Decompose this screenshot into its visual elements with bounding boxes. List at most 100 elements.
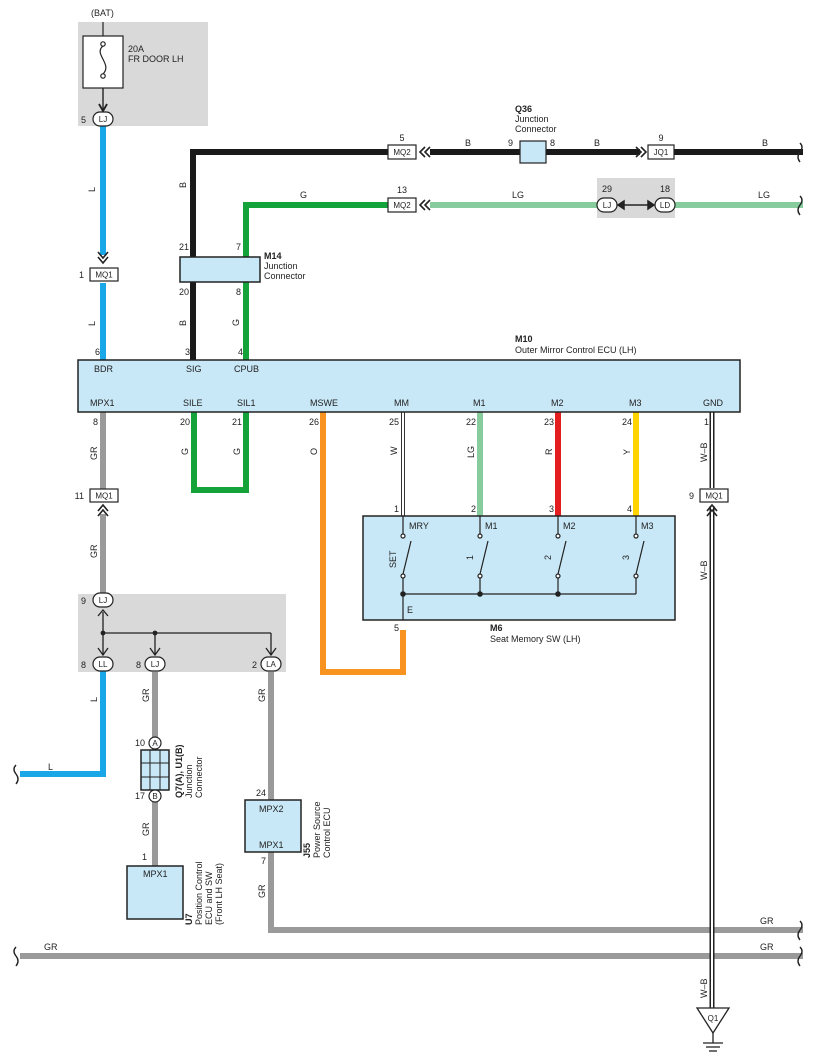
svg-text:W: W [389,446,399,455]
svg-text:Control ECU: Control ECU [322,807,332,858]
fuse-name: FR DOOR LH [128,54,184,64]
svg-text:9: 9 [689,491,694,501]
svg-text:18: 18 [660,184,670,194]
svg-text:8: 8 [93,417,98,427]
svg-text:G: G [300,190,307,200]
svg-text:8: 8 [550,138,555,148]
m10-bottom-pin-m2: M2 23 [544,398,564,427]
svg-text:Connector: Connector [194,756,204,798]
svg-text:B: B [465,138,471,148]
svg-text:B: B [762,138,768,148]
svg-text:J55: J55 [302,843,312,858]
m6-pin-m1: 2 M1 [471,504,498,531]
svg-text:BDR: BDR [94,364,114,374]
connector-lj-bottom [144,656,166,672]
svg-text:B: B [152,792,157,801]
svg-text:1: 1 [704,417,709,427]
svg-text:M2: M2 [551,398,564,408]
svg-text:B: B [178,320,188,326]
svg-text:SIG: SIG [186,364,202,374]
svg-text:MRY: MRY [409,521,429,531]
m6-switches [400,516,645,620]
svg-text:E: E [407,605,413,615]
wire-b [190,149,803,360]
svg-text:GR: GR [760,942,774,952]
svg-text:1: 1 [394,504,399,514]
fuse-rating: 20A [128,44,144,54]
connector-mq2-g [387,197,417,213]
svg-text:MQ1: MQ1 [95,271,113,280]
svg-text:LJ: LJ [151,660,159,669]
svg-text:26: 26 [309,417,319,427]
j55-power-source-control-ecu [244,799,302,853]
m10-outer-mirror-control-ecu [77,359,741,413]
svg-text:M10: M10 [515,334,533,344]
svg-text:LJ: LJ [603,201,611,210]
q7-tag-b [148,789,162,803]
connector-jq1 [647,144,675,160]
m10-bottom-pin-sil1: SIL1 21 [232,398,256,427]
svg-text:Power Source: Power Source [312,801,322,858]
svg-text:Q36: Q36 [515,104,532,114]
svg-text:4: 4 [238,347,243,357]
svg-text:6: 6 [95,347,100,357]
svg-text:MPX2: MPX2 [259,804,284,814]
svg-text:JQ1: JQ1 [654,148,669,157]
svg-text:G: G [231,319,241,326]
connector-lj-top [92,111,114,127]
svg-text:L: L [87,321,97,326]
svg-text:24: 24 [622,417,632,427]
m10-top-pin-bdr: 6 BDR [94,347,114,374]
m10-bottom-pin-mm: MM 25 [389,398,409,427]
m10-bottom-pin-mswe: MSWE 26 [309,398,338,427]
m10-bottom-pin-gnd: GND 1 [703,398,724,427]
svg-text:1: 1 [79,270,84,280]
svg-text:5: 5 [399,133,404,143]
svg-text:M6: M6 [490,623,503,633]
connector-mq2-b [387,144,417,160]
svg-text:MM: MM [394,398,409,408]
svg-text:1: 1 [142,852,147,862]
svg-text:L: L [89,697,99,702]
junction-branches [97,608,277,657]
m10-bottom-pin-m1: M1 22 [466,398,486,427]
svg-text:22: 22 [466,417,476,427]
svg-text:21: 21 [179,242,189,252]
continuation-marks [13,142,803,967]
svg-text:(Front LH Seat): (Front LH Seat) [214,863,224,925]
svg-text:4: 4 [627,504,632,514]
svg-text:Connector: Connector [264,271,306,281]
connector-mq1-right [699,488,729,503]
svg-text:MQ1: MQ1 [705,492,723,501]
svg-text:Outer Mirror Control ECU (LH): Outer Mirror Control ECU (LH) [515,345,637,355]
svg-text:Junction: Junction [515,114,549,124]
svg-text:24: 24 [256,788,266,798]
svg-text:GND: GND [703,398,724,408]
svg-text:GR: GR [141,822,151,836]
svg-text:5: 5 [81,115,86,125]
svg-text:10: 10 [135,738,145,748]
svg-text:SET: SET [388,550,398,568]
svg-text:7: 7 [261,856,266,866]
svg-text:2: 2 [252,660,257,670]
svg-text:W–B: W–B [699,560,709,580]
svg-text:MPX1: MPX1 [143,869,168,879]
fuse-icon [99,41,107,79]
svg-text:R: R [544,448,554,455]
double-arrow-jq1 [635,146,648,158]
m10-top-pin-sig: 3 SIG [185,347,202,374]
svg-text:SILE: SILE [183,398,203,408]
connector-lj-junction [92,592,114,608]
double-arrow-mq2-b [418,146,431,158]
svg-text:LG: LG [466,446,476,458]
battery-label: (BAT) [91,8,114,18]
svg-text:GR: GR [89,544,99,558]
svg-text:LA: LA [266,660,276,669]
svg-text:CPUB: CPUB [234,364,259,374]
svg-text:Junction: Junction [184,764,194,798]
svg-text:GR: GR [89,446,99,460]
svg-text:M14: M14 [264,251,282,261]
svg-text:O: O [309,448,319,455]
svg-text:8: 8 [81,660,86,670]
svg-text:GR: GR [760,916,774,926]
